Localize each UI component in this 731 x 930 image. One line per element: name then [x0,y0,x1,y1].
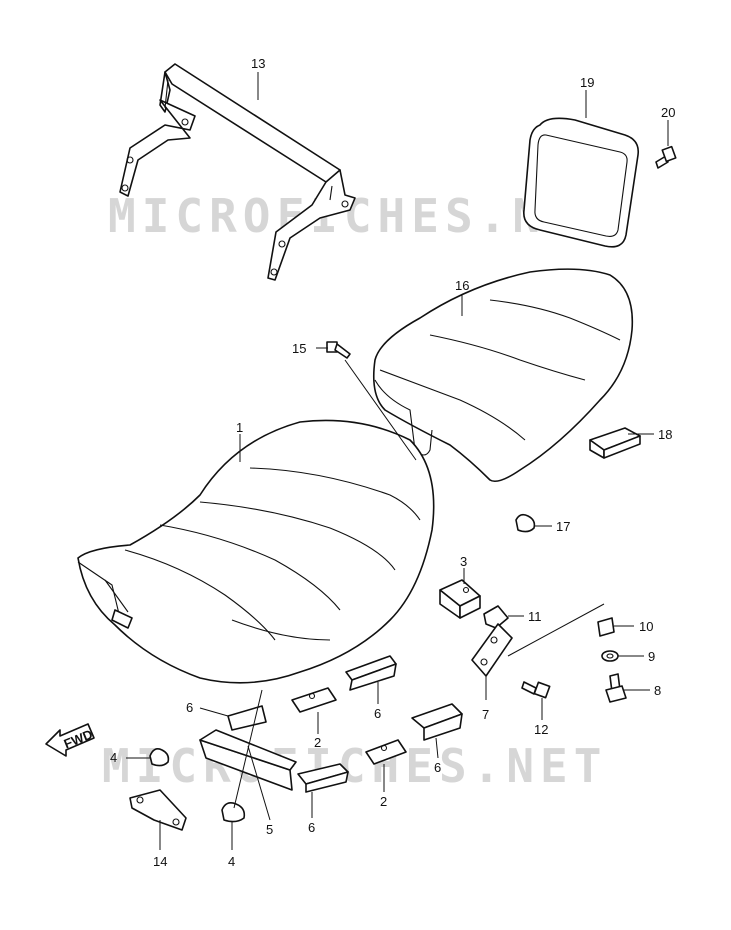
part-cushion-6-right [411,703,463,741]
callout-14: 14 [153,854,167,869]
callout-15: 15 [292,341,306,356]
callout-6d: 6 [308,820,315,835]
part-bracket-14 [129,789,187,831]
part-block-2-right [365,739,407,765]
part-cushion-6-top [345,655,397,691]
callout-9: 9 [648,649,655,664]
callout-18: 18 [658,427,672,442]
part-bracket-7 [471,623,513,677]
watermark-bottom: MICROFICHES.NET [102,739,607,793]
part-backrest-bracket [119,63,356,281]
part-nut-11 [483,605,509,629]
callouts: 13 19 20 16 15 1 18 17 3 11 10 9 8 7 12 … [110,56,675,869]
part-backrest-pad [523,117,640,248]
callout-16: 16 [455,278,469,293]
callout-11: 11 [528,609,542,624]
part-clamp-3 [439,579,481,619]
part-bolt-20 [655,145,677,169]
callout-19: 19 [580,75,594,90]
callout-17: 17 [556,519,570,534]
callout-20: 20 [661,105,675,120]
part-spacer-10 [597,617,615,637]
fwd-label: FWD [62,726,95,751]
callout-2b: 2 [380,794,387,809]
callout-3: 3 [460,554,467,569]
callout-6c: 6 [434,760,441,775]
fwd-arrow-icon: FWD [45,723,95,757]
part-bolt-12 [521,681,551,699]
callout-1: 1 [236,420,243,435]
callout-6a: 6 [374,706,381,721]
part-block-18 [589,427,641,459]
part-cushion-6-left [227,705,267,731]
callout-2a: 2 [314,735,321,750]
part-bolt-8 [605,673,627,703]
part-grommet-17 [515,513,536,533]
callout-6b: 6 [186,700,193,715]
part-grommet-4-bottom [221,802,246,823]
part-bolt-15 [326,341,351,359]
part-front-seat [77,419,435,684]
callout-13: 13 [251,56,265,71]
leader-lines [126,72,669,850]
callout-4a: 4 [110,750,117,765]
part-grommet-4-left [149,748,170,767]
part-cushion-6-bottom [297,763,349,793]
part-rear-seat [372,268,634,483]
callout-12: 12 [534,722,548,737]
callout-10: 10 [639,619,653,634]
callout-8: 8 [654,683,661,698]
callout-5: 5 [266,822,273,837]
part-washer-9 [601,650,619,662]
callout-7: 7 [482,707,489,722]
callout-4b: 4 [228,854,235,869]
part-block-2-left [291,687,337,713]
